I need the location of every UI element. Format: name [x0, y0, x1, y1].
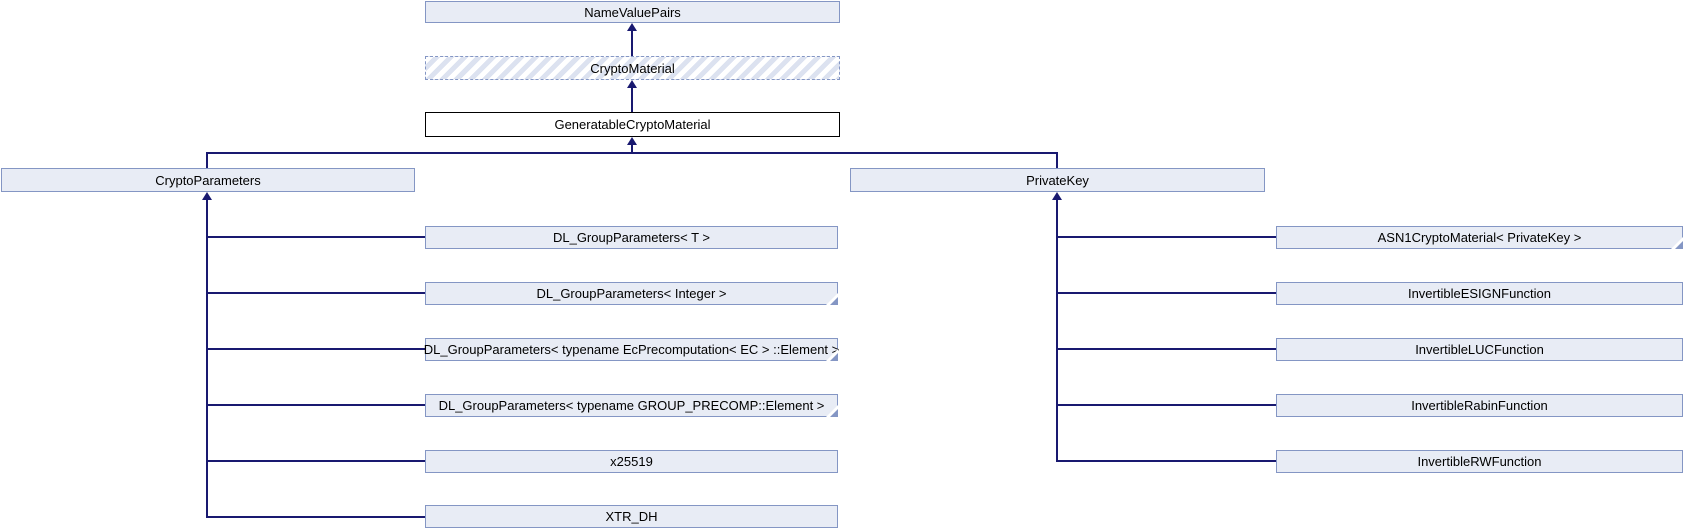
arrow-up-icon [1052, 192, 1062, 200]
class-node-xtr-dh[interactable]: XTR_DH [425, 505, 838, 528]
truncated-marker-icon [826, 293, 838, 305]
edge-branch-left-4 [206, 404, 425, 406]
edge-branch-left-5 [206, 460, 425, 462]
truncated-marker-icon [1671, 237, 1683, 249]
edge-branch-right-2 [1056, 292, 1276, 294]
truncated-marker-icon [826, 405, 838, 417]
class-node-asn1cryptomaterial-privatekey[interactable]: ASN1CryptoMaterial< PrivateKey > [1276, 226, 1683, 249]
arrow-up-icon [202, 192, 212, 200]
truncated-marker-icon [826, 349, 838, 361]
class-node-privatekey[interactable]: PrivateKey [850, 168, 1265, 192]
class-node-namevaluepairs[interactable]: NameValuePairs [425, 1, 840, 23]
edge-branch-left-6 [206, 516, 425, 518]
class-node-generatablecryptomaterial[interactable]: GeneratableCryptoMaterial [425, 112, 840, 137]
class-node-dl-groupparameters-t[interactable]: DL_GroupParameters< T > [425, 226, 838, 249]
class-node-invertibleesignfunction[interactable]: InvertibleESIGNFunction [1276, 282, 1683, 305]
edge-branch-left-2 [206, 292, 425, 294]
edge-branch-right-4 [1056, 404, 1276, 406]
edge-branch-left-3 [206, 348, 425, 350]
edge-trunk-cryptoparameters [206, 198, 208, 518]
arrow-up-icon [627, 137, 637, 145]
edge-drop-privatekey [1056, 152, 1058, 168]
class-node-cryptomaterial[interactable]: CryptoMaterial [425, 56, 840, 80]
arrow-up-icon [627, 23, 637, 31]
arrow-up-icon [627, 80, 637, 88]
class-node-cryptoparameters[interactable]: CryptoParameters [1, 168, 415, 192]
edge-generatable-cryptomaterial [631, 86, 633, 112]
class-node-dl-groupparameters-group-precomp[interactable]: DL_GroupParameters< typename GROUP_PRECO… [425, 394, 838, 417]
class-node-dl-groupparameters-integer[interactable]: DL_GroupParameters< Integer > [425, 282, 838, 305]
class-node-invertiblerwfunction[interactable]: InvertibleRWFunction [1276, 450, 1683, 473]
edge-cryptomaterial-namevaluepairs [631, 29, 633, 56]
edge-branch-left-1 [206, 236, 425, 238]
edge-branch-right-3 [1056, 348, 1276, 350]
edge-branch-right-5 [1056, 460, 1276, 462]
edge-trunk-privatekey [1056, 198, 1058, 462]
class-node-x25519[interactable]: x25519 [425, 450, 838, 473]
edge-children-generatable-span [206, 152, 1058, 154]
class-node-invertibleluncfunction[interactable]: InvertibleLUCFunction [1276, 338, 1683, 361]
edge-drop-cryptoparameters [206, 152, 208, 168]
edge-children-generatable-stem [631, 143, 633, 154]
class-node-invertiblerabinfunction[interactable]: InvertibleRabinFunction [1276, 394, 1683, 417]
class-node-dl-groupparameters-ecprecomputation[interactable]: DL_GroupParameters< typename EcPrecomput… [424, 338, 839, 361]
edge-branch-right-1 [1056, 236, 1276, 238]
